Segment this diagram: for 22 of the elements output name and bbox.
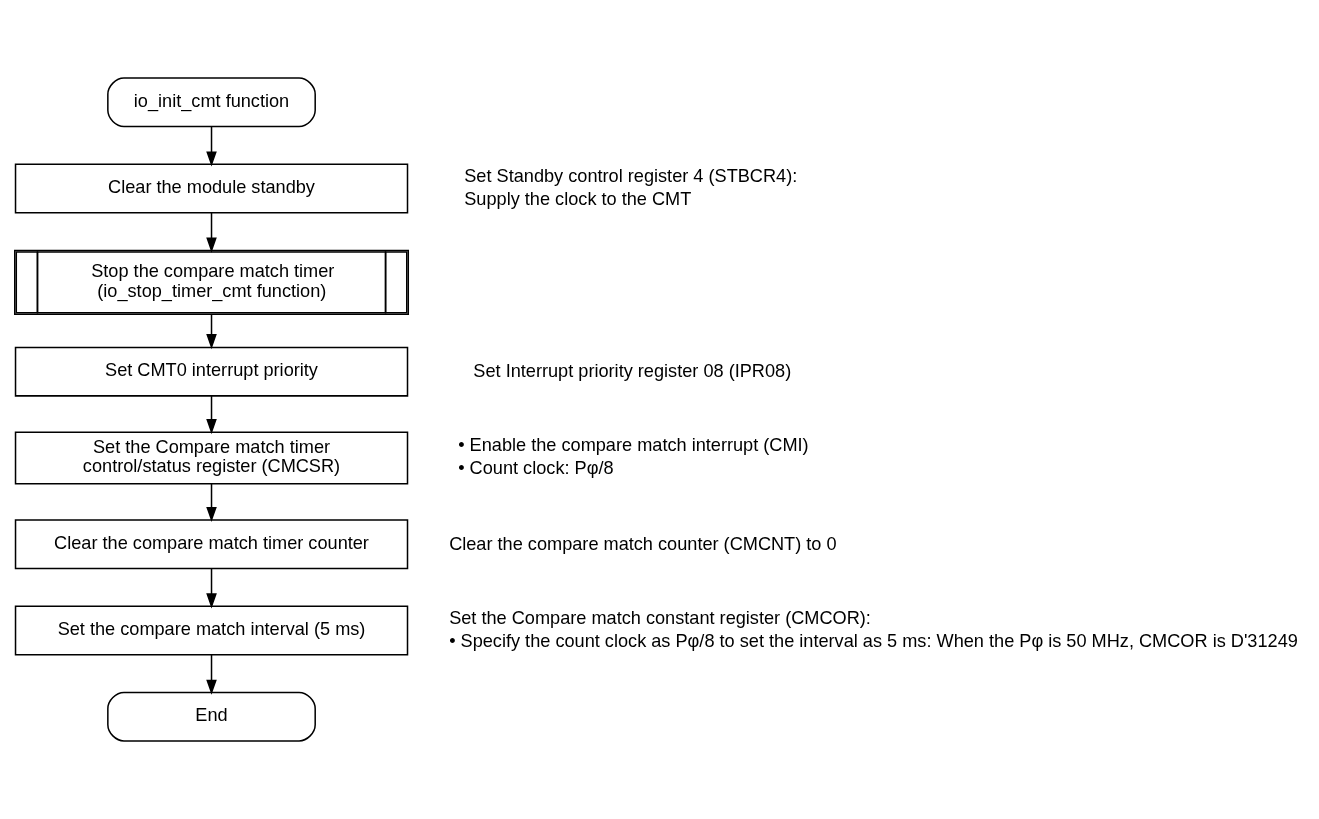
node-box: Set CMT0 interrupt priority: [14, 346, 409, 397]
node-box: Set the compare match interval (5 ms): [14, 605, 409, 656]
arrow: [206, 567, 217, 609]
arrow: [206, 212, 217, 253]
arrow: [206, 653, 217, 695]
arrow: [206, 483, 217, 523]
node-label: Set Standby control register 4 (STBCR4):: [464, 165, 798, 186]
node-label: Clear the compare match counter (CMCNT) to 0: [449, 533, 837, 554]
arrow: [206, 313, 217, 350]
node-box: io_init_cmt function: [107, 77, 316, 128]
node-label: • Count clock: Pφ/8: [458, 457, 614, 478]
node-box: Clear the module standby: [14, 163, 409, 214]
node-box: Set the Compare match timer control/status register (CMCSR): [14, 431, 409, 485]
node-label: Set the Compare match constant register (CMCOR):: [449, 607, 871, 628]
node-label: • Enable the compare match interrupt (CMI): [458, 435, 809, 456]
node-label: Supply the clock to the CMT: [464, 188, 692, 209]
arrow: [206, 395, 217, 435]
arrow: [206, 125, 217, 167]
node-box: Clear the compare match timer counter: [14, 519, 409, 570]
node-box: End: [107, 691, 316, 742]
node-label: Set Interrupt priority register 08 (IPR08): [473, 361, 792, 382]
node-label: • Specify the count clock as Pφ/8 to set the interval as 5 ms: When the Pφ is 50 MHz, CMCOR is D'31249: [449, 630, 1298, 651]
